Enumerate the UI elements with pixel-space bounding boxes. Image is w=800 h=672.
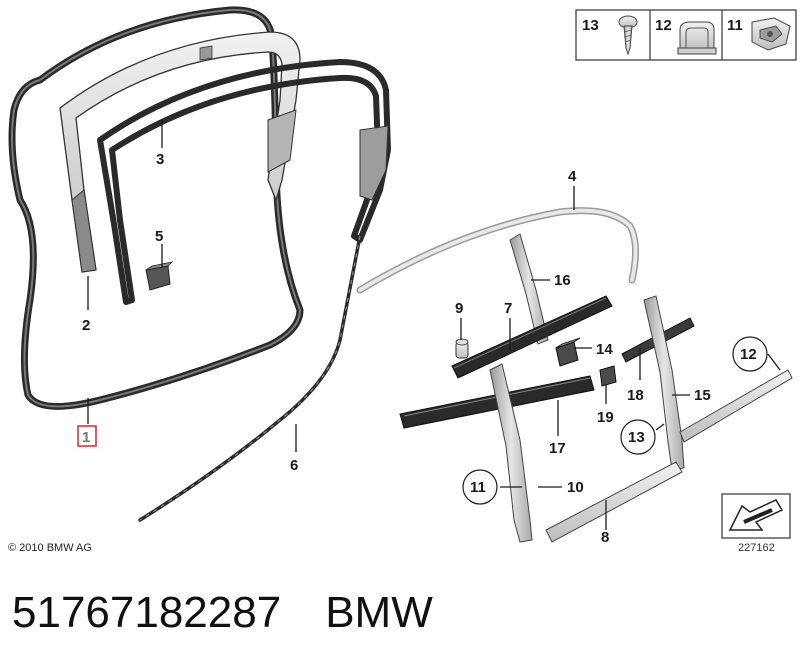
callout-19[interactable]: 19 <box>597 409 614 426</box>
legend-label-13: 13 <box>582 17 599 34</box>
clip-part-9[interactable] <box>455 338 469 359</box>
callout-16[interactable]: 16 <box>554 272 571 289</box>
pillar-trim-part-16[interactable] <box>509 233 549 345</box>
rail-strip-part-12[interactable] <box>679 369 793 443</box>
callout-14[interactable]: 14 <box>596 341 613 358</box>
callout-17[interactable]: 17 <box>549 440 566 457</box>
screw-icon <box>618 15 638 56</box>
window-guide-seal-part-3[interactable] <box>97 59 391 305</box>
window-slot-strip-part-7[interactable] <box>451 295 613 379</box>
callout-11-circled[interactable]: 11 <box>462 469 498 505</box>
callout-12-circled[interactable]: 12 <box>732 336 768 372</box>
callout-5[interactable]: 5 <box>155 228 163 245</box>
parts-diagram: 13 12 11 <box>8 6 797 546</box>
callout-7[interactable]: 7 <box>504 300 512 317</box>
callout-6[interactable]: 6 <box>290 457 298 474</box>
clip-part-14[interactable] <box>555 337 581 367</box>
callout-18[interactable]: 18 <box>627 387 644 404</box>
rear-pillar-trim-part-15[interactable] <box>643 295 685 471</box>
callout-15[interactable]: 15 <box>694 387 711 404</box>
callout-label-11: 11 <box>470 479 486 496</box>
roof-trim-part-4[interactable] <box>356 207 639 294</box>
callout-2[interactable]: 2 <box>82 317 90 334</box>
callout-label-12: 12 <box>740 346 757 363</box>
window-channel-part-2[interactable] <box>59 31 301 273</box>
callout-label-1: 1 <box>82 429 90 446</box>
callout-10[interactable]: 10 <box>567 479 584 496</box>
orientation-arrow-box <box>721 493 791 539</box>
bracket-part-5[interactable] <box>145 261 174 291</box>
clip-icon <box>677 21 717 55</box>
callout-3[interactable]: 3 <box>156 151 164 168</box>
clip-part-19[interactable] <box>599 365 617 387</box>
part-number: 51767182287 <box>12 588 282 637</box>
callout-1[interactable]: 1 <box>77 425 97 447</box>
leader-lines <box>87 120 781 530</box>
fastener-legend: 13 12 11 <box>575 9 797 61</box>
copyright-notice: © 2010 BMW AG <box>8 542 92 554</box>
legend-label-11: 11 <box>727 17 743 34</box>
callout-4[interactable]: 4 <box>568 168 577 185</box>
pillar-cover-part-10[interactable] <box>489 363 533 543</box>
expanding-nut-icon <box>751 17 791 51</box>
callout-9[interactable]: 9 <box>455 300 463 317</box>
callout-8[interactable]: 8 <box>601 529 609 546</box>
callout-13-circled[interactable]: 13 <box>620 419 656 455</box>
brand-name: BMW <box>325 588 433 637</box>
lower-trim-strip-part-8[interactable] <box>545 461 683 543</box>
callout-label-13: 13 <box>628 429 645 446</box>
footer-title: 51767182287 BMW <box>12 588 433 638</box>
diagram-number: 227162 <box>738 542 775 554</box>
legend-label-12: 12 <box>655 17 672 34</box>
